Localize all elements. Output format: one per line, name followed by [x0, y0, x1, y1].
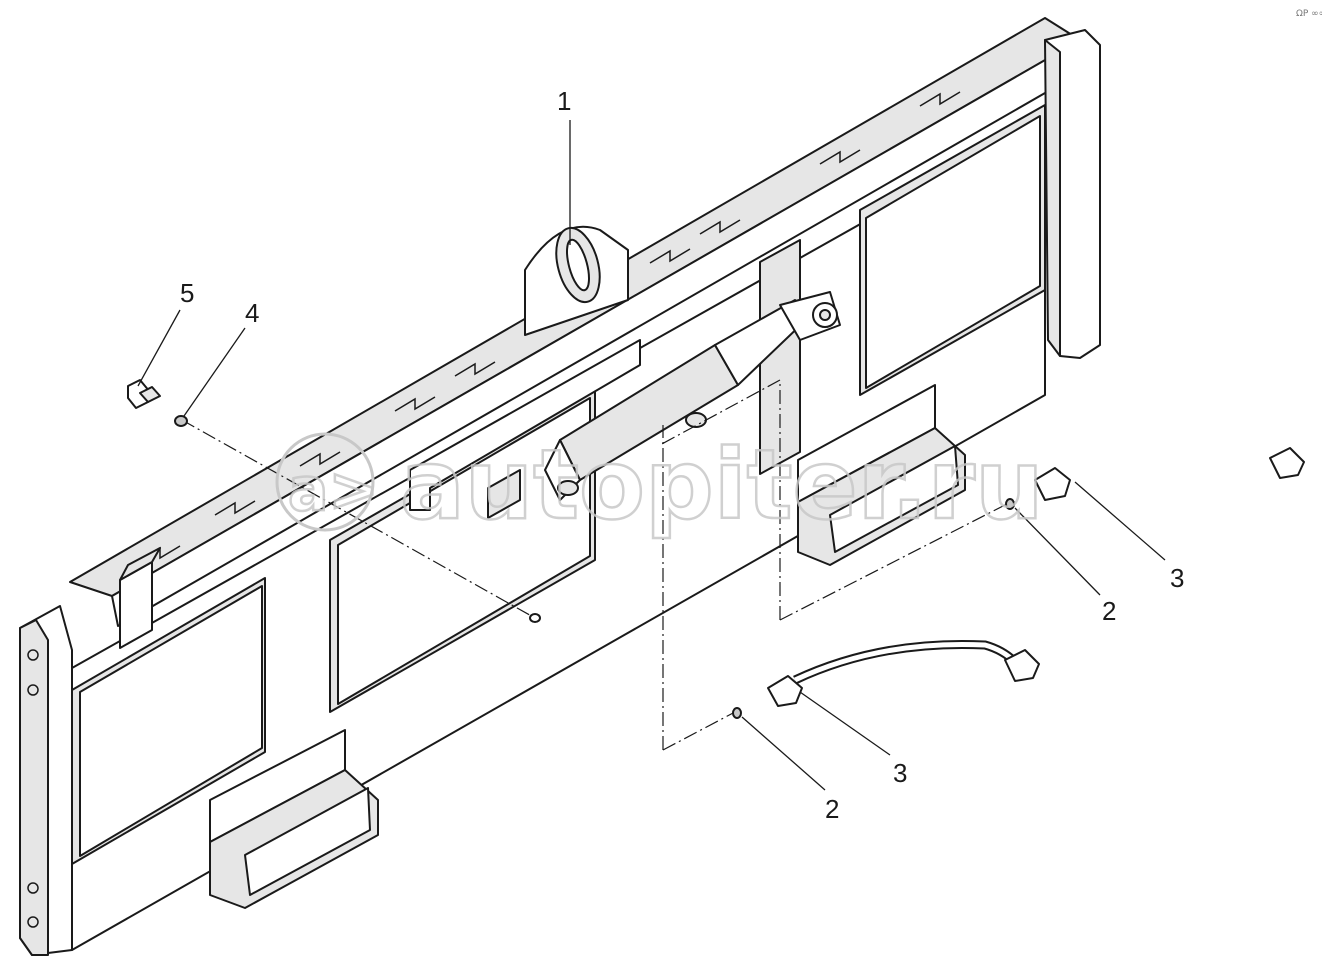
bolt	[127, 379, 161, 409]
watermark-text: autopiter.ru	[400, 429, 1043, 541]
mounting-hole	[27, 882, 39, 894]
callout-3-lower: 3	[893, 758, 907, 788]
window-left-inner	[79, 585, 263, 857]
mounting-hole	[27, 649, 39, 661]
washer	[174, 415, 188, 427]
left-end-plate-side	[19, 619, 49, 956]
callout-2-upper: 2	[1102, 596, 1116, 626]
callout-3-upper: 3	[1170, 563, 1184, 593]
watermark-logo-circle	[275, 432, 375, 532]
o-ring-lower	[732, 707, 742, 719]
window-right-inner	[865, 115, 1041, 389]
mounting-hole	[27, 916, 39, 928]
callout-leaders	[137, 120, 1166, 791]
callout-4: 4	[245, 298, 259, 328]
cylinder-recess	[759, 239, 801, 475]
lifting-eye	[524, 225, 629, 336]
port-hole	[529, 613, 541, 623]
o-ring-upper	[1005, 498, 1015, 510]
lower-hook-right	[797, 384, 966, 566]
callout-2-lower: 2	[825, 794, 839, 824]
callout-1: 1	[557, 86, 571, 116]
lower-hook-left	[209, 729, 379, 909]
window-center-inner	[337, 397, 591, 705]
corner-mark: ΩP ∞∞	[1296, 9, 1322, 19]
watermark-logo: a>	[288, 455, 379, 525]
mounting-hole	[27, 684, 39, 696]
left-fork-stop-block	[119, 547, 161, 649]
top-rail-teeth	[139, 91, 961, 561]
watermark: a> autopiter.ru	[275, 428, 1045, 542]
hose-lower	[767, 639, 1040, 707]
callout-5: 5	[180, 278, 194, 308]
right-end-plate-side	[1044, 39, 1061, 357]
hydraulic-cylinder	[544, 291, 841, 501]
assembly-lines	[181, 378, 1006, 751]
cylinder-bracket	[409, 339, 641, 519]
hose-upper	[1034, 429, 1305, 501]
